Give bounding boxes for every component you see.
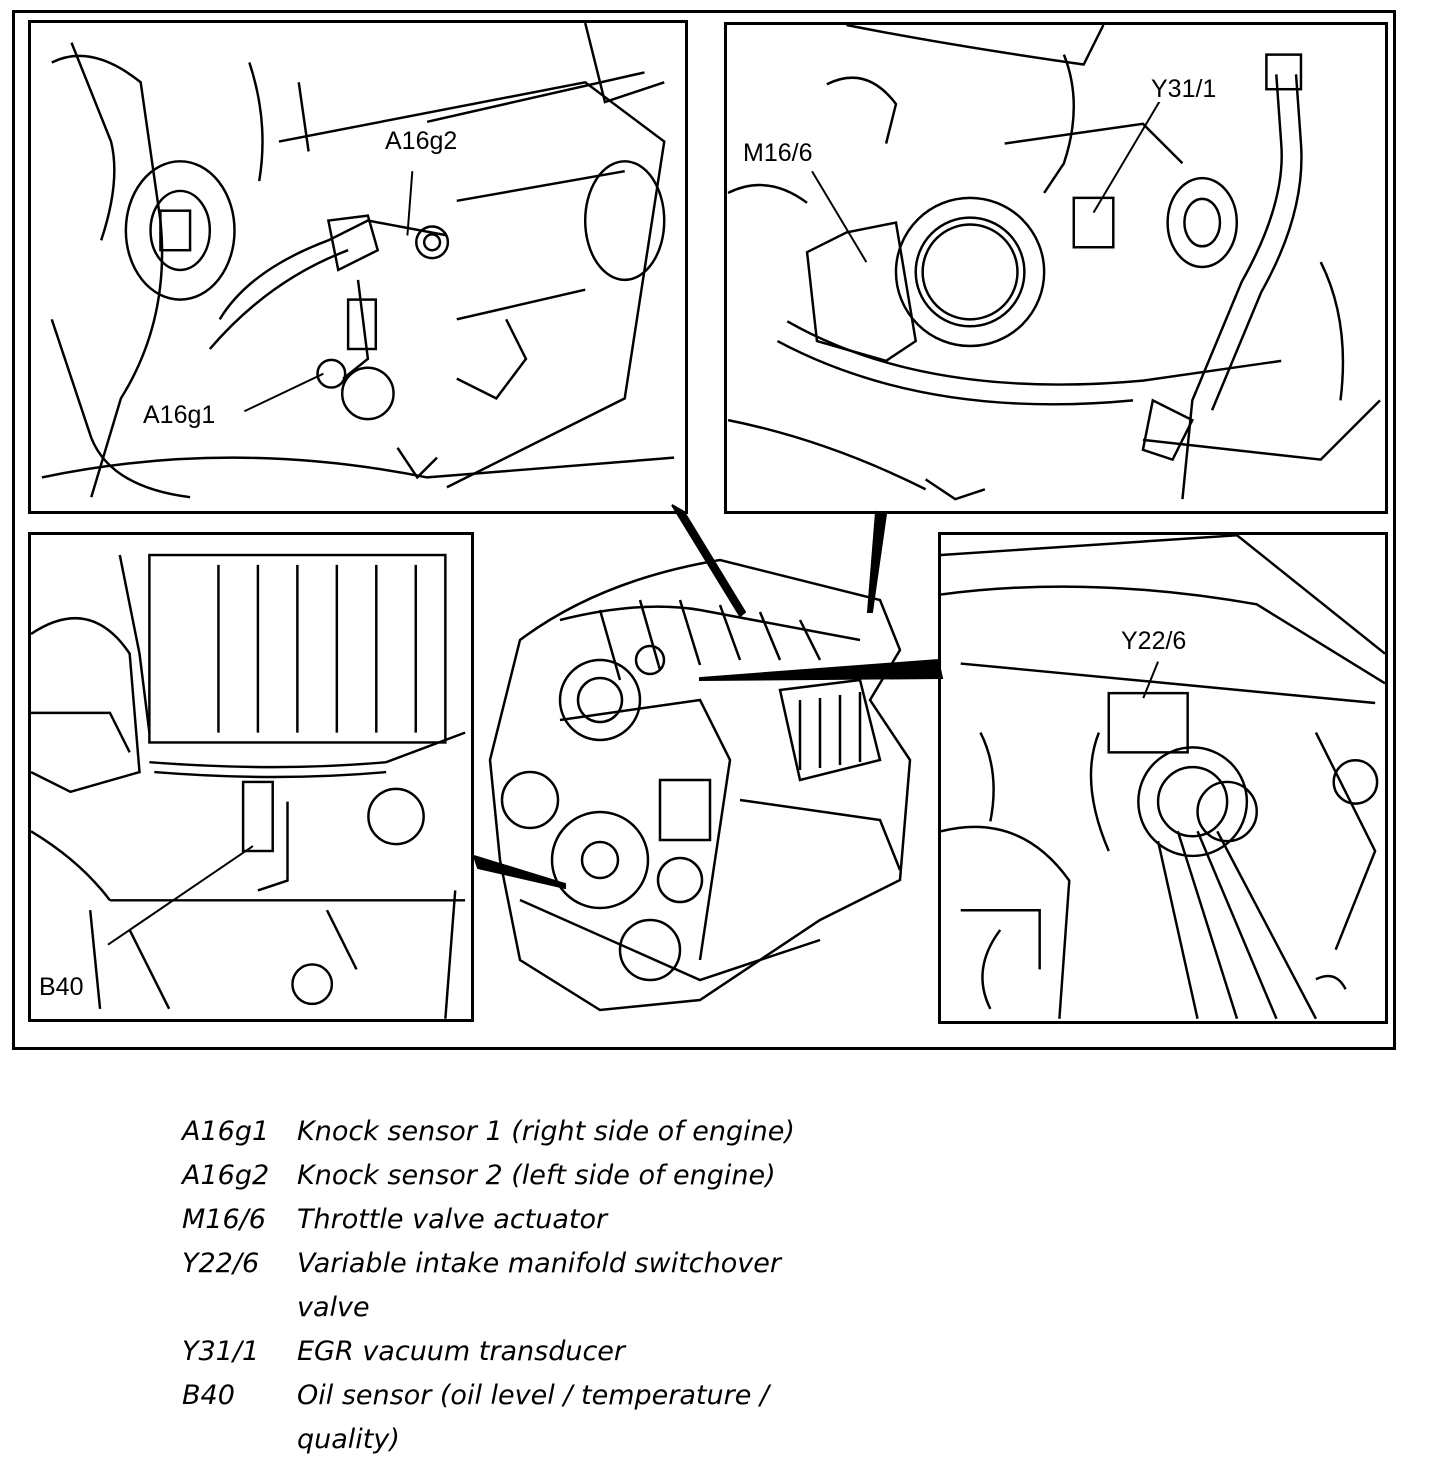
oil-sensor-drawing [31, 553, 466, 1019]
legend-description: Variable intake manifold switchover valv… [297, 1248, 781, 1323]
callout-y22-6: Y22/6 [1119, 627, 1189, 655]
legend-item: A16g2 Knock sensor 2 (left side of engine… [182, 1154, 862, 1198]
legend-code: B40 [182, 1380, 235, 1411]
legend-description: Oil sensor (oil level / temperature / qu… [297, 1380, 769, 1455]
legend-item: B40 Oil sensor (oil level / temperature /… [182, 1374, 862, 1462]
legend-item: A16g1 Knock sensor 1 (right side of engin… [182, 1110, 862, 1154]
callout-m16-6: M16/6 [741, 139, 815, 167]
legend-item: Y22/6 Variable intake manifold switchover… [182, 1242, 862, 1330]
legend-code: A16g2 [182, 1160, 270, 1191]
legend-description: Throttle valve actuator [297, 1204, 608, 1235]
legend-description: Knock sensor 2 (left side of engine) [297, 1160, 776, 1191]
legend: A16g1 Knock sensor 1 (right side of engin… [182, 1110, 862, 1462]
legend-code: Y22/6 [182, 1248, 260, 1279]
legend-item: Y31/1 EGR vacuum transducer [182, 1330, 862, 1374]
legend-code: A16g1 [182, 1116, 270, 1147]
callout-y31-1: Y31/1 [1149, 75, 1219, 103]
legend-code: M16/6 [182, 1204, 266, 1235]
legend-code: Y31/1 [182, 1336, 260, 1367]
callout-a16g1: A16g1 [141, 401, 218, 429]
callout-a16g2: A16g2 [383, 127, 460, 155]
throttle-drawing [727, 25, 1381, 501]
callout-b40: B40 [37, 973, 86, 1001]
inset-intake-valve: Y22/6 [938, 532, 1388, 1024]
intake-valve-drawing [941, 535, 1385, 1020]
knock-sensor-drawing [41, 23, 675, 499]
inset-throttle-egr: M16/6 Y31/1 [724, 22, 1388, 514]
legend-item: M16/6 Throttle valve actuator [182, 1198, 862, 1242]
inset-oil-sensor: B40 [28, 532, 474, 1022]
legend-description: Knock sensor 1 (right side of engine) [297, 1116, 795, 1147]
legend-description: EGR vacuum transducer [297, 1336, 626, 1367]
inset-knock-sensors: A16g2 A16g1 [28, 20, 688, 514]
